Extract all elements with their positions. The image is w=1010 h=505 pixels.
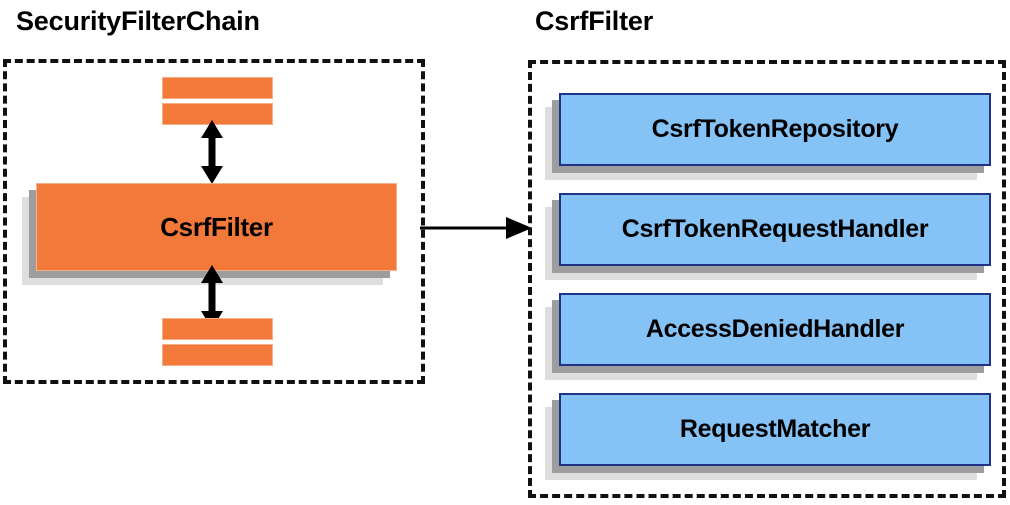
card-label-csrf-token-request-handler: CsrfTokenRequestHandler [621,215,929,243]
card-csrf-token-repository[interactable]: CsrfTokenRepository [545,93,991,180]
card-face: AccessDeniedHandler [559,293,991,366]
card-face: CsrfFilter [36,183,397,271]
panel-title-csrf-filter: CsrfFilter [535,6,654,36]
card-csrf-token-request-handler[interactable]: CsrfTokenRequestHandler [545,193,991,280]
card-csrffilter[interactable]: CsrfFilter [22,183,397,285]
card-request-matcher[interactable]: RequestMatcher [545,393,991,480]
filter-stub-bar-top-1 [162,77,273,99]
filter-stub-bar-bottom-2 [162,344,273,366]
filter-stub-bar-top-2 [162,103,273,125]
card-label-request-matcher: RequestMatcher [679,415,871,443]
card-face: RequestMatcher [559,393,991,466]
card-label-access-denied-handler: AccessDeniedHandler [645,315,905,343]
panel-security-filter-chain [3,59,425,384]
card-face: CsrfTokenRepository [559,93,991,166]
double-arrow-above-csrffilter [201,120,223,184]
panel-title-security-filter-chain: SecurityFilterChain [16,6,260,36]
filter-stub-bar-bottom-1 [162,318,273,340]
card-access-denied-handler[interactable]: AccessDeniedHandler [545,293,991,380]
card-label-csrffilter: CsrfFilter [160,212,273,242]
card-label-csrf-token-repository: CsrfTokenRepository [651,115,899,143]
panel-csrf-filter-collaborators [528,60,1006,498]
connector-arrow-csrffilter-to-collaborators [420,217,532,239]
card-face: CsrfTokenRequestHandler [559,193,991,266]
